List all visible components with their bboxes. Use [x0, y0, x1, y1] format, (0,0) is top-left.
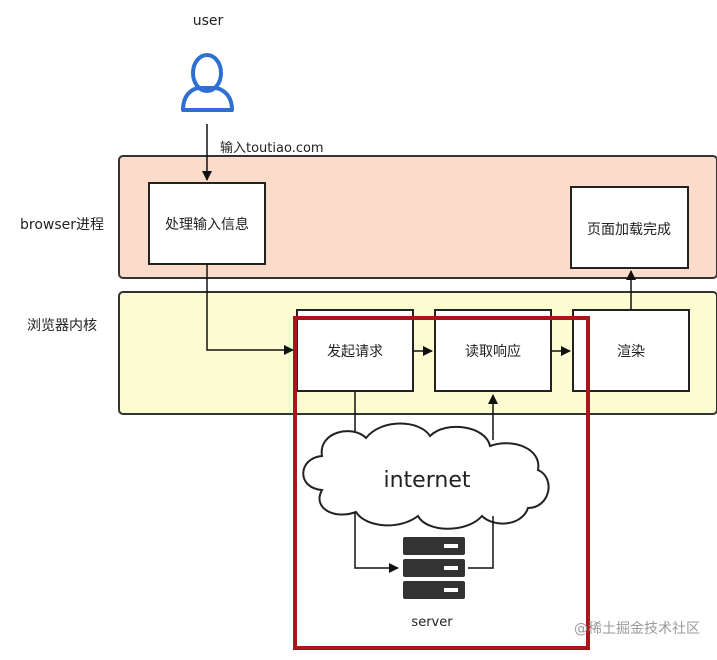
line-server-to-cloud	[468, 516, 494, 569]
highlight-frame	[293, 316, 590, 650]
read-response-text: 读取响应	[465, 343, 521, 360]
arrow-input-to-request	[206, 264, 294, 355]
server-label: server	[411, 615, 453, 630]
render-engine-label: 浏览器内核	[27, 318, 97, 334]
user-label: user	[193, 13, 224, 29]
server-icon	[403, 537, 465, 599]
page-loaded-text: 页面加载完成	[587, 222, 671, 238]
watermark-text: @稀土掘金技术社区	[574, 621, 700, 637]
arrow-cloud-to-server	[354, 512, 399, 573]
render-engine-lane	[118, 291, 717, 415]
cloud-icon	[302, 422, 550, 530]
page-loaded-box	[570, 186, 689, 269]
render-text: 渲染	[617, 344, 645, 360]
process-input-text: 处理输入信息	[165, 216, 249, 233]
internet-label: internet	[384, 468, 471, 493]
process-input-box	[148, 182, 266, 265]
input-url-label: 输入toutiao.com	[220, 140, 324, 156]
browser-process-label: browser进程	[20, 217, 104, 233]
browser-process-lane	[118, 155, 717, 279]
user-icon	[181, 53, 234, 112]
send-request-text: 发起请求	[327, 344, 383, 360]
